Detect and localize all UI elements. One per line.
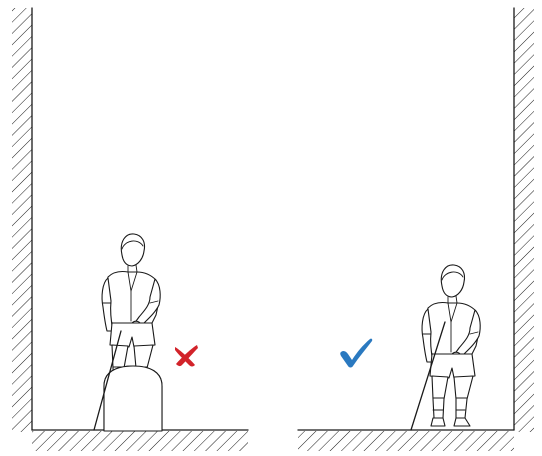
right-floor	[298, 431, 514, 451]
left-wall	[12, 8, 32, 432]
left-panel	[12, 8, 248, 451]
cross-mark-icon	[175, 345, 198, 367]
right-wall	[514, 8, 534, 432]
person-with-white-cane-icon	[422, 265, 480, 426]
right-panel	[298, 8, 534, 451]
left-floor	[32, 431, 248, 451]
check-mark-icon	[340, 339, 372, 368]
